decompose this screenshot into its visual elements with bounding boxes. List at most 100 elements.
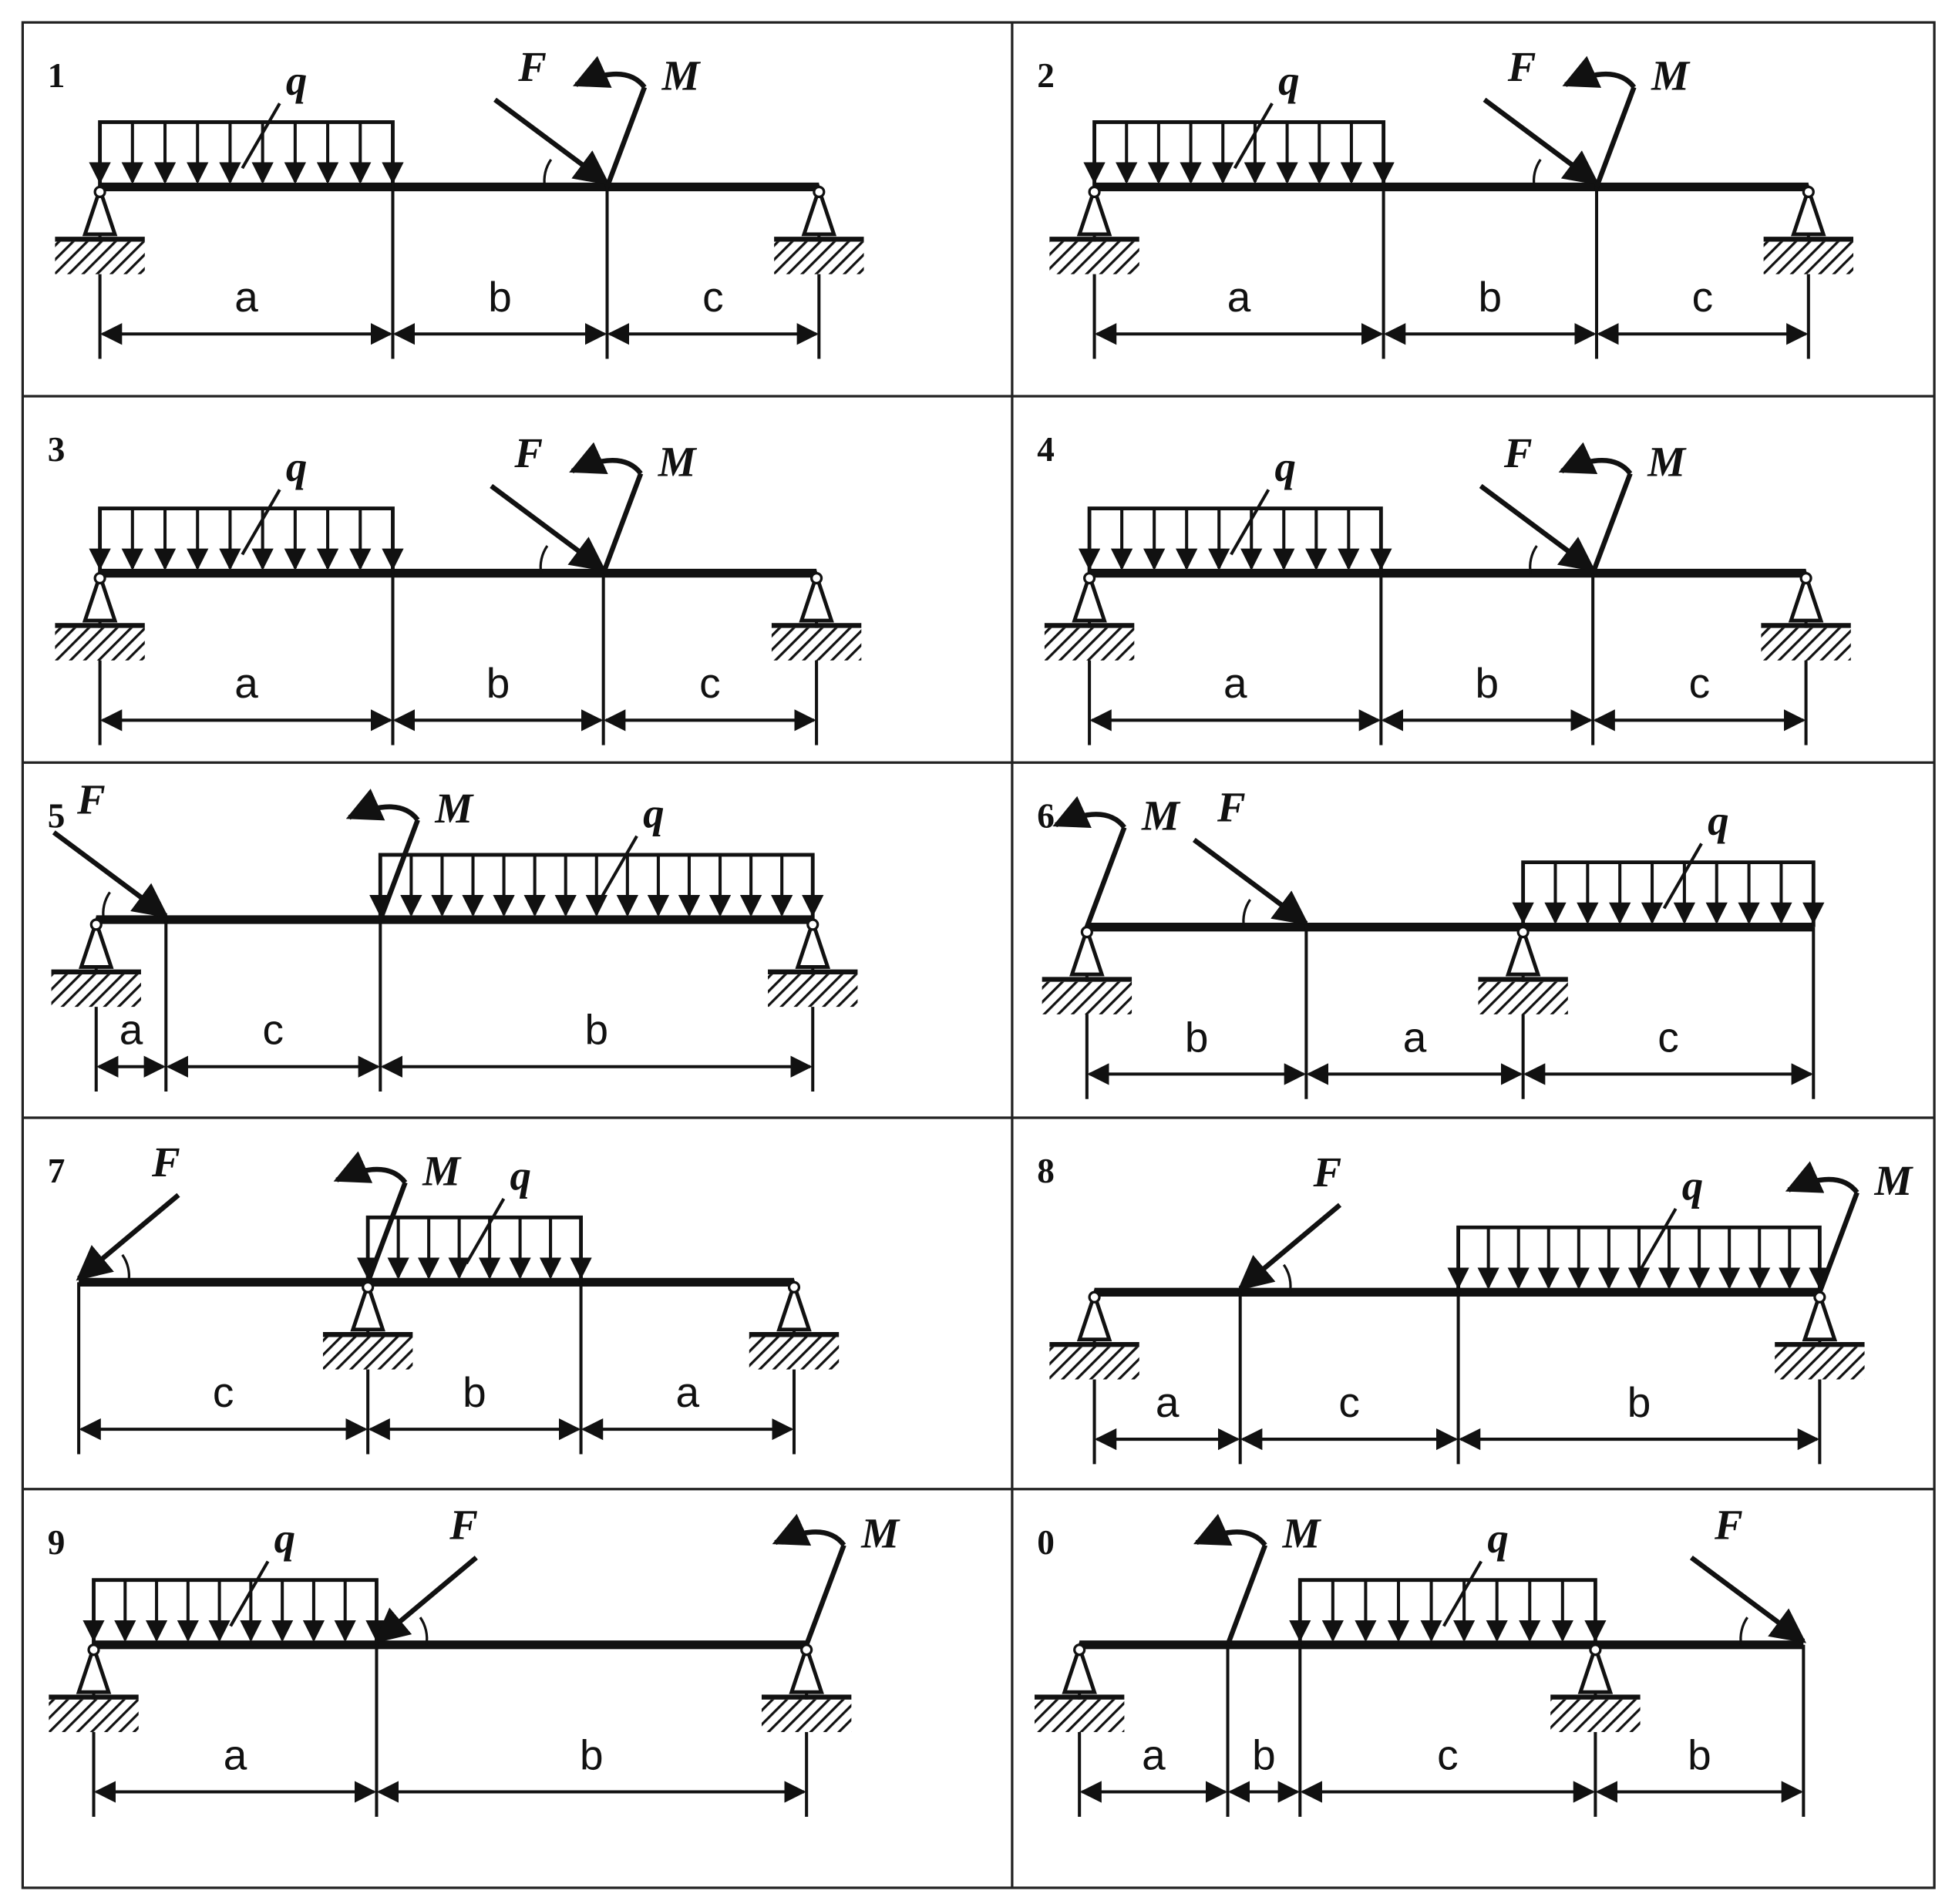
- load-label: q: [1708, 797, 1728, 844]
- span-label-b: b: [1479, 273, 1503, 321]
- load-leader: [1442, 1560, 1483, 1627]
- force-arrow: [1689, 1556, 1806, 1643]
- panel-number: 0: [1037, 1523, 1055, 1562]
- span-label-a: a: [234, 273, 258, 321]
- panel-number: 4: [1037, 430, 1055, 469]
- ground-hatch: [761, 1699, 852, 1732]
- distributed-load: q: [82, 1515, 388, 1645]
- ground-hatch: [49, 1699, 139, 1732]
- span-label-b: b: [488, 273, 512, 321]
- moment-label: M: [422, 1147, 462, 1194]
- moment-label: M: [1282, 1510, 1322, 1557]
- span-label-b: b: [1627, 1378, 1651, 1426]
- hinge: [93, 571, 106, 585]
- force-label: F: [1313, 1149, 1342, 1196]
- panel-number: 2: [1037, 56, 1055, 95]
- moment: M: [345, 785, 474, 921]
- force-arrow: [493, 97, 611, 186]
- support-triangle: [1072, 570, 1107, 623]
- support: [55, 570, 145, 661]
- support: [1049, 183, 1139, 274]
- force-label: F: [1714, 1501, 1743, 1548]
- span-label-c: c: [1692, 273, 1713, 321]
- moment-label: M: [658, 439, 698, 486]
- hinge: [1802, 185, 1815, 199]
- force-arrow: [373, 1556, 478, 1643]
- load-outline: [1297, 1578, 1597, 1645]
- support-triangle: [76, 1641, 112, 1694]
- moment-arrow: [1785, 1161, 1859, 1195]
- support: [1042, 923, 1132, 1014]
- span-label-c: c: [1689, 659, 1710, 707]
- moment: M: [1052, 792, 1181, 928]
- span-label-a: a: [224, 1731, 247, 1778]
- force-label: F: [1503, 429, 1533, 476]
- angle-arc: [1529, 545, 1538, 574]
- support: [749, 1278, 840, 1370]
- load-leader: [1662, 843, 1703, 910]
- hinge: [1813, 1290, 1826, 1304]
- span-label-c: c: [263, 1006, 284, 1054]
- support: [322, 1278, 413, 1370]
- hinge: [800, 1643, 813, 1657]
- support-triangle: [801, 183, 837, 237]
- angle-arc: [1533, 158, 1542, 187]
- panel-number: 6: [1037, 796, 1055, 835]
- support: [761, 1641, 852, 1732]
- ground-hatch: [51, 974, 141, 1008]
- ground-hatch: [1761, 627, 1851, 661]
- load-label: q: [286, 443, 307, 490]
- ground-hatch: [749, 1337, 840, 1370]
- load-label: q: [1682, 1162, 1703, 1209]
- span-label-b: b: [584, 1006, 608, 1054]
- force: F: [373, 1501, 478, 1646]
- distributed-load: q: [1078, 443, 1392, 574]
- grid-frame: [21, 21, 1936, 1889]
- ground-hatch: [1034, 1699, 1125, 1732]
- angle-arc: [1282, 1263, 1292, 1293]
- angle-arc: [1242, 899, 1251, 927]
- span-label-a: a: [119, 1006, 143, 1054]
- support: [1763, 183, 1854, 274]
- panel-number: 8: [1037, 1152, 1055, 1190]
- support-triangle: [78, 916, 114, 969]
- support-triangle: [1076, 1288, 1112, 1342]
- hinge: [87, 1643, 100, 1657]
- ground-hatch: [1775, 1347, 1865, 1380]
- support-triangle: [776, 1278, 812, 1332]
- moment-label: M: [661, 52, 702, 99]
- support-triangle: [82, 183, 118, 237]
- support-triangle: [1505, 923, 1541, 977]
- moment-arrow: [1052, 796, 1126, 829]
- moment-arrow: [1558, 442, 1633, 476]
- force: F: [1237, 1149, 1342, 1293]
- force: F: [493, 43, 611, 187]
- hinge: [1083, 571, 1096, 585]
- load-leader: [241, 103, 281, 170]
- moment-label: M: [1647, 439, 1687, 486]
- moment-arrow: [1193, 1513, 1267, 1547]
- load-outline: [98, 119, 395, 187]
- support: [1044, 570, 1135, 661]
- span-label-c: c: [702, 273, 723, 321]
- angle-arc: [121, 1253, 130, 1283]
- hinge: [810, 571, 823, 585]
- hinge: [89, 918, 103, 931]
- support-triangle: [1069, 923, 1105, 977]
- moment-stem: [601, 473, 644, 574]
- force-label: F: [151, 1139, 180, 1186]
- hinge: [787, 1280, 801, 1293]
- support: [1761, 570, 1851, 661]
- ground-hatch: [55, 627, 145, 661]
- distributed-load: q: [357, 1152, 592, 1283]
- moment-arrow: [569, 442, 643, 476]
- span-label-c: c: [699, 659, 720, 707]
- ground-hatch: [322, 1337, 413, 1370]
- span-label-a: a: [1227, 273, 1251, 321]
- angle-arc: [1739, 1616, 1748, 1646]
- span-label-b: b: [580, 1731, 604, 1778]
